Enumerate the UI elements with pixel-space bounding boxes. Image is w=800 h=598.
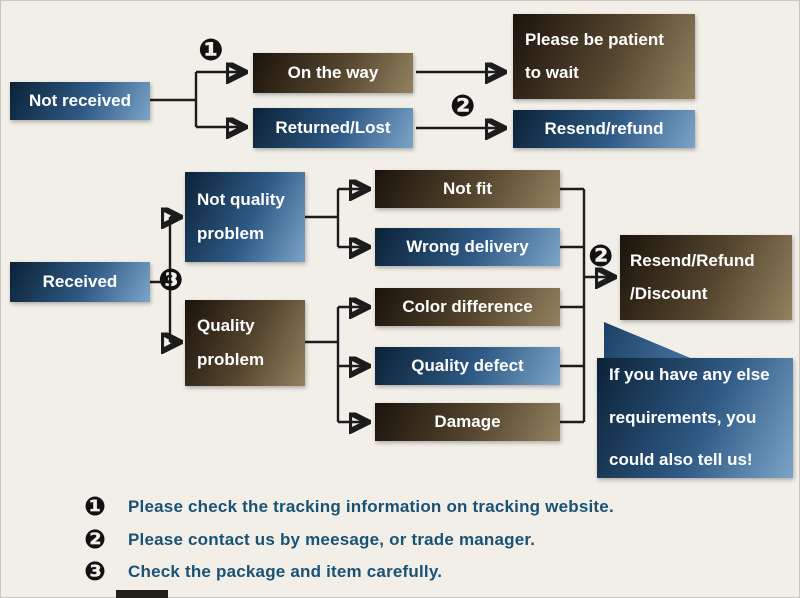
resend-refund-label: Resend/refund: [544, 118, 664, 138]
received-box: Received: [10, 262, 150, 302]
marker-2-middle: ❷: [588, 239, 614, 274]
legend-item-3: ❸ Check the package and item carefully.: [84, 559, 784, 585]
color-difference-box: Color difference: [375, 288, 560, 326]
damage-box: Damage: [375, 403, 560, 441]
quality-line2: problem: [197, 350, 265, 369]
color-difference-label: Color difference: [402, 296, 533, 316]
cropped-artifact: [116, 590, 168, 598]
quality-problem-box: Quality problem: [185, 300, 305, 386]
bubble-line1: If you have any else: [609, 365, 770, 385]
wrong-delivery-label: Wrong delivery: [406, 236, 529, 256]
legend-marker-2: ❷: [84, 525, 107, 555]
quality-defect-box: Quality defect: [375, 347, 560, 385]
on-the-way-box: On the way: [253, 53, 413, 93]
branch-not-received: [150, 72, 243, 127]
branch-not-quality: [305, 189, 366, 247]
legend-text-3: Check the package and item carefully.: [128, 562, 443, 581]
be-patient-box: Please be patient to wait: [513, 14, 695, 99]
speech-bubble-box: If you have any else requirements, you c…: [597, 358, 793, 478]
legend-item-1: ❶ Please check the tracking information …: [84, 494, 784, 520]
legend-item-2: ❷ Please contact us by meesage, or trade…: [84, 527, 784, 553]
bubble-line2: requirements, you: [609, 407, 757, 427]
received-label: Received: [42, 271, 118, 291]
not-quality-line1: Not quality: [197, 189, 285, 209]
on-the-way-label: On the way: [287, 62, 379, 82]
resend-refund-discount-line1: Resend/Refund: [630, 251, 755, 271]
resend-refund-box: Resend/refund: [513, 110, 695, 148]
legend-text-1: Please check the tracking information on…: [128, 497, 614, 516]
legend-marker-3: ❸: [84, 557, 107, 587]
wrong-delivery-box: Wrong delivery: [375, 228, 560, 266]
not-received-label: Not received: [28, 90, 132, 110]
returned-lost-box: Returned/Lost: [253, 108, 413, 148]
speech-bubble-tail: [604, 322, 700, 362]
resend-refund-discount-box: Resend/Refund /Discount: [620, 235, 792, 320]
not-quality-problem-box: Not quality problem: [185, 172, 305, 262]
marker-2-top: ❷: [450, 89, 476, 124]
be-patient-line1: Please be patient: [525, 30, 664, 50]
be-patient-line2: to wait: [525, 62, 579, 82]
quality-line1: Quality: [197, 315, 255, 335]
not-quality-line2: problem: [197, 224, 265, 243]
legend-text-2: Please contact us by meesage, or trade m…: [128, 530, 536, 549]
bubble-line3: could also tell us!: [609, 450, 753, 470]
marker-3-middle: ❸: [158, 263, 184, 298]
legend-marker-1: ❶: [84, 492, 107, 522]
returned-lost-label: Returned/Lost: [275, 117, 391, 137]
not-received-box: Not received: [10, 82, 150, 120]
branch-quality: [305, 307, 366, 422]
resend-refund-discount-line2: /Discount: [630, 283, 708, 303]
not-fit-label: Not fit: [442, 178, 493, 198]
damage-label: Damage: [434, 411, 501, 431]
marker-1-top: ❶: [198, 33, 224, 68]
quality-defect-label: Quality defect: [411, 355, 524, 375]
not-fit-box: Not fit: [375, 170, 560, 208]
